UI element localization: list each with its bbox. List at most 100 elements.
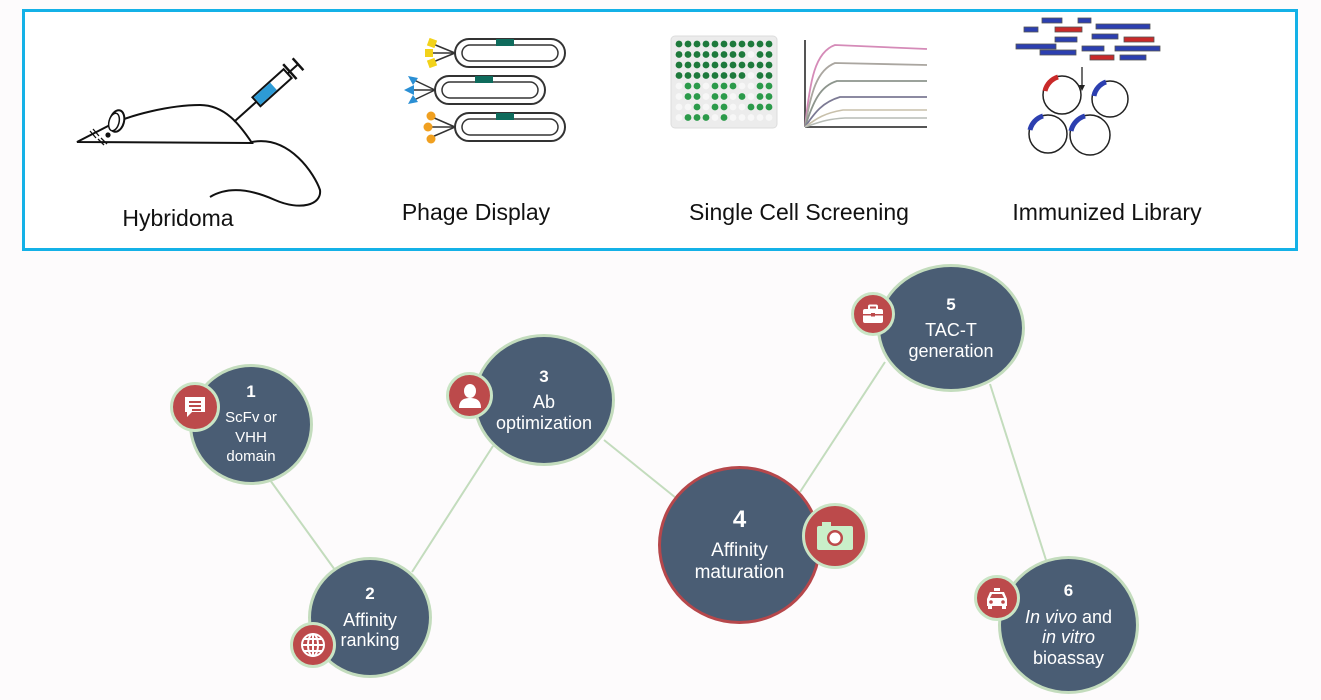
workflow-step-6: 6 In vivo and in vitro bioassay	[998, 556, 1139, 694]
well-dot	[738, 51, 746, 58]
well-dot	[711, 114, 719, 121]
method-label-immunized-library: Immunized Library	[1012, 199, 1202, 225]
well-dot	[738, 61, 746, 69]
well-dot	[702, 72, 710, 79]
well-dot	[693, 51, 701, 58]
well-dot	[756, 82, 764, 90]
well-plate-and-binding-curves-icon	[670, 35, 928, 129]
well-dot	[711, 61, 719, 69]
well-dot	[702, 82, 710, 90]
gene-fragments-and-plasmids-icon	[1015, 17, 1161, 156]
well-dot	[711, 93, 719, 100]
well-dot	[684, 51, 692, 58]
well-dot	[702, 103, 710, 111]
well-dot	[747, 51, 755, 58]
well-dot	[729, 114, 737, 121]
connector-4-5	[799, 361, 886, 493]
well-dot	[765, 103, 773, 111]
well-dot	[738, 72, 746, 79]
well-dot	[720, 51, 728, 58]
well-dot	[720, 103, 728, 111]
workflow-step-5: 5 TAC-T generation	[877, 264, 1025, 392]
method-label-single-cell-screening: Single Cell Screening	[689, 199, 909, 225]
well-dot	[747, 61, 755, 69]
well-dot	[720, 72, 728, 79]
well-dot	[693, 93, 701, 100]
connector-2-3	[411, 445, 494, 573]
camera-icon	[817, 522, 853, 550]
well-dot	[756, 72, 764, 79]
well-dot	[675, 103, 683, 111]
well-dot	[738, 114, 746, 121]
well-dot	[684, 93, 692, 100]
step-5-badge	[851, 292, 895, 336]
step-number: 3	[539, 366, 549, 386]
well-dot	[693, 40, 701, 48]
workflow-step-3: 3 Ab optimization	[473, 334, 615, 466]
well-dot	[693, 72, 701, 79]
step-2-badge	[290, 622, 336, 668]
well-dot	[684, 82, 692, 90]
well-dot	[729, 72, 737, 79]
step-6-badge	[974, 575, 1020, 621]
connector-1-2	[269, 479, 336, 571]
step-label: Affinity maturation	[694, 539, 785, 583]
well-dot	[765, 40, 773, 48]
well-dot	[765, 51, 773, 58]
well-dot	[729, 103, 737, 111]
well-dot	[756, 114, 764, 121]
step-number: 4	[732, 506, 747, 534]
step-number: 5	[946, 294, 956, 314]
well-dot	[684, 61, 692, 69]
well-dot	[702, 114, 710, 121]
well-dot	[711, 40, 719, 48]
well-dot	[693, 82, 701, 90]
well-dot	[756, 61, 764, 69]
well-dot	[684, 103, 692, 111]
well-dot	[747, 103, 755, 111]
well-dot	[747, 114, 755, 121]
well-dot	[693, 61, 701, 69]
well-dot	[720, 40, 728, 48]
well-dot	[720, 114, 728, 121]
globe-icon	[301, 633, 325, 657]
step-number: 1	[246, 382, 256, 402]
well-dot	[693, 114, 701, 121]
well-dot	[675, 40, 683, 48]
well-dot	[693, 103, 701, 111]
well-dot	[765, 93, 773, 100]
well-dot	[711, 51, 719, 58]
well-dot	[684, 72, 692, 79]
well-dot	[738, 93, 746, 100]
well-dot	[756, 51, 764, 58]
workflow-step-2: 2 Affinity ranking	[308, 557, 432, 678]
well-dot	[747, 40, 755, 48]
well-dot	[675, 82, 683, 90]
step-number: 6	[1063, 581, 1074, 601]
step-label: ScFv or VHH domain	[225, 409, 277, 466]
well-dot	[747, 82, 755, 90]
well-dot	[720, 93, 728, 100]
step-label: TAC-T generation	[908, 320, 994, 361]
step-1-badge	[170, 382, 220, 432]
well-dot	[729, 51, 737, 58]
method-label-hybridoma: Hybridoma	[122, 205, 234, 231]
step-number: 2	[365, 584, 375, 604]
well-dot	[765, 72, 773, 79]
well-dot	[720, 61, 728, 69]
well-dot	[738, 40, 746, 48]
well-dot	[675, 51, 683, 58]
well-dot	[711, 103, 719, 111]
well-dot	[729, 61, 737, 69]
well-dot	[765, 61, 773, 69]
well-dot	[702, 51, 710, 58]
well-dot	[711, 82, 719, 90]
workflow-step-4: 4 Affinity maturation	[658, 466, 821, 624]
well-dot	[747, 93, 755, 100]
well-dot	[702, 40, 710, 48]
well-dot	[747, 72, 755, 79]
well-dot	[675, 114, 683, 121]
well-dot	[702, 93, 710, 100]
well-dot	[729, 40, 737, 48]
